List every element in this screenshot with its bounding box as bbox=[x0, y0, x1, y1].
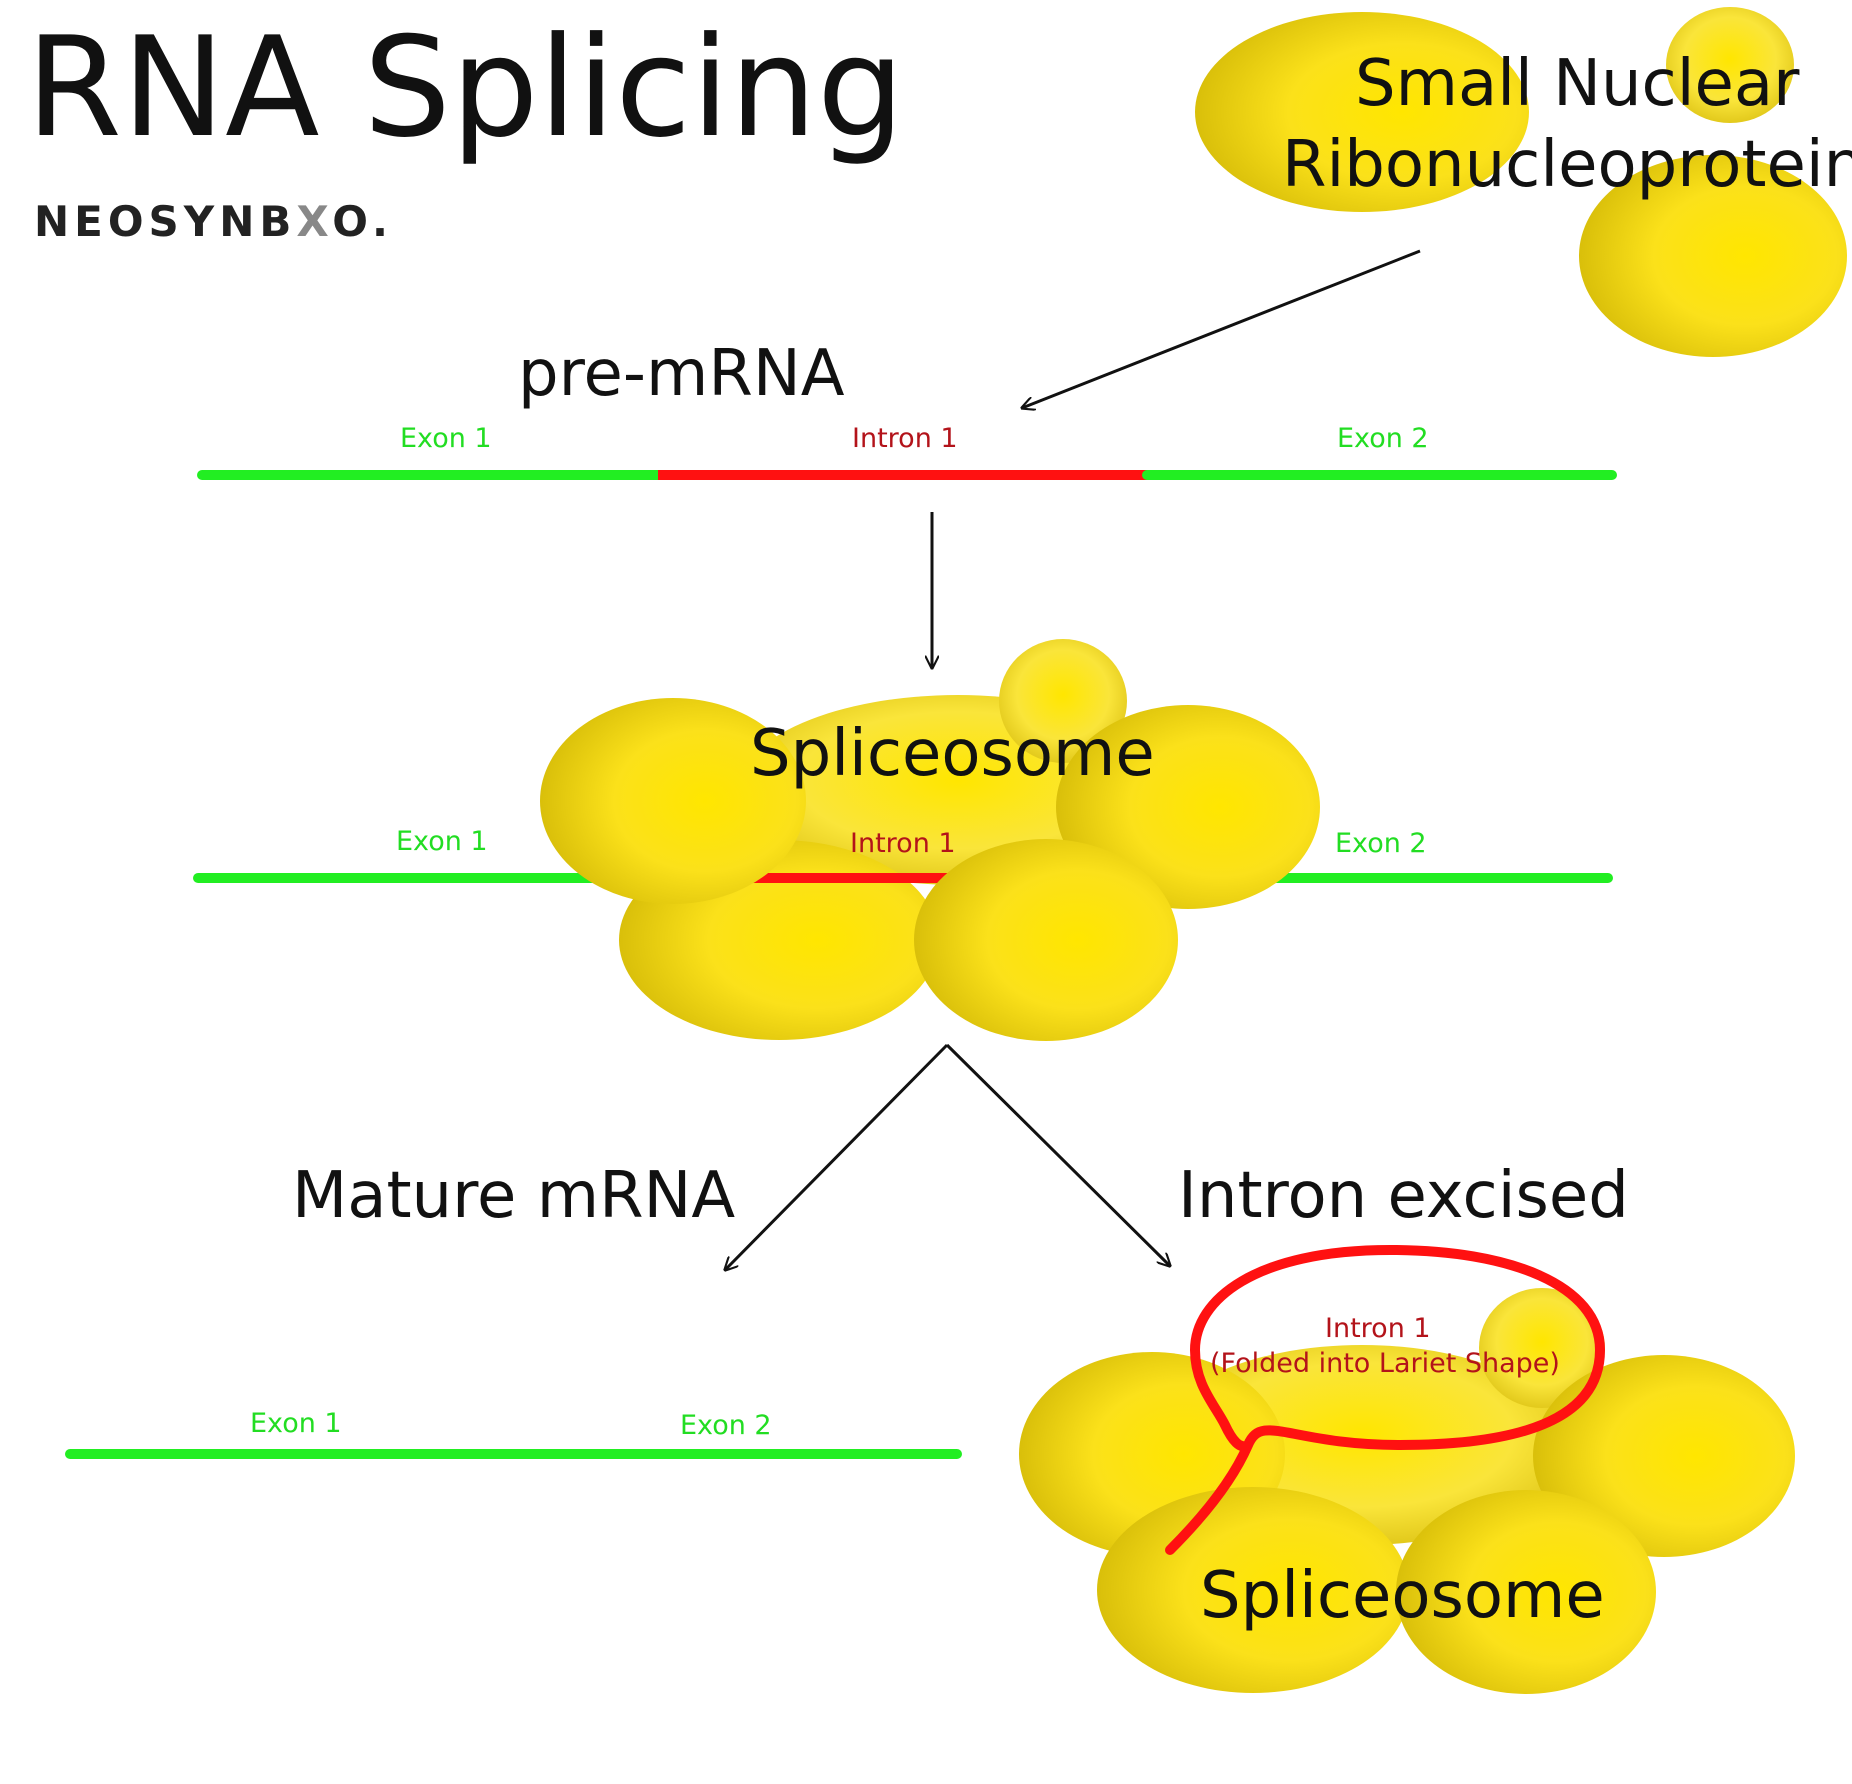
pre-mrna-heading: pre-mRNA bbox=[518, 337, 845, 411]
mature-mrna-exon1-label: Exon 1 bbox=[250, 1408, 342, 1439]
spliceosome-blob-bottom-right bbox=[914, 839, 1178, 1041]
spliceosome-blob-top bbox=[999, 639, 1127, 763]
mature-mrna-exon2-label: Exon 2 bbox=[680, 1410, 772, 1441]
snrnp-blob-1 bbox=[1195, 12, 1529, 212]
snrnp-label-line2: Ribonucleoproteins bbox=[1282, 128, 1852, 202]
arrow-to-mature-mrna bbox=[725, 1043, 949, 1270]
logo-prefix: NEOSYNB bbox=[34, 197, 296, 246]
pre-mrna-exon2-label: Exon 2 bbox=[1337, 423, 1429, 454]
arrow-snrnp-to-premrna bbox=[1022, 249, 1421, 408]
snrnp-blob-3 bbox=[1579, 155, 1847, 357]
pre-mrna-intron1-label: Intron 1 bbox=[852, 423, 958, 454]
excised-blob-bottom-right bbox=[1396, 1490, 1656, 1694]
pre-mrna-exon1-label: Exon 1 bbox=[400, 423, 492, 454]
mature-mrna-heading: Mature mRNA bbox=[292, 1159, 735, 1233]
snrnp-cluster: Small Nuclear Ribonucleoproteins bbox=[1195, 7, 1852, 357]
spliceosome-intron1-label: Intron 1 bbox=[850, 828, 956, 859]
logo: NEOSYNBXO. bbox=[34, 197, 393, 246]
spliceosome-section: Spliceosome Exon 1 Intron 1 Exon 2 bbox=[193, 639, 1613, 1041]
intron-excised-heading: Intron excised bbox=[1178, 1159, 1629, 1233]
snrnp-label-line1: Small Nuclear bbox=[1355, 47, 1800, 121]
pre-mrna-section: pre-mRNA Exon 1 Intron 1 Exon 2 bbox=[197, 337, 1617, 480]
page-title: RNA Splicing bbox=[26, 7, 905, 168]
arrow-to-intron-excised bbox=[945, 1043, 1170, 1266]
spliceosome-heading: Spliceosome bbox=[750, 717, 1155, 791]
excised-blob-top bbox=[1479, 1288, 1605, 1408]
mature-mrna-section: Mature mRNA Exon 1 Exon 2 bbox=[65, 1159, 962, 1459]
excised-blob-right bbox=[1533, 1355, 1795, 1557]
lariat-intron-label: Intron 1 bbox=[1325, 1313, 1431, 1344]
logo-suffix: O. bbox=[332, 197, 393, 246]
spliceosome-blob-left bbox=[540, 698, 806, 904]
intron-lariat bbox=[1165, 1245, 1605, 1555]
spliceosome-exon2-label: Exon 2 bbox=[1335, 828, 1427, 859]
excised-spliceosome-label: Spliceosome bbox=[1200, 1559, 1605, 1633]
spliceosome-exon1-label: Exon 1 bbox=[396, 826, 488, 857]
intron-excised-section: Intron excised Intron 1 (Folded into Lar… bbox=[1019, 1159, 1795, 1694]
logo-mark: X bbox=[296, 197, 332, 246]
lariat-note-label: (Folded into Lariet Shape) bbox=[1210, 1348, 1560, 1379]
snrnp-blob-2 bbox=[1666, 7, 1794, 123]
